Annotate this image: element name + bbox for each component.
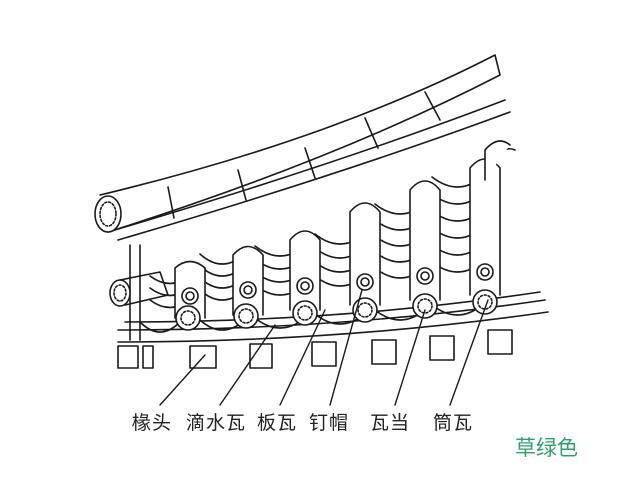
cylinder-tiles [175, 141, 515, 318]
label-nail-cap: 钉帽 [309, 412, 350, 434]
label-rafter-end: 椽头 [132, 412, 173, 434]
tile-ends [176, 290, 497, 330]
label-cylinder-tile: 筒瓦 [433, 412, 474, 434]
roof-board [100, 55, 510, 240]
rafter-blocks [118, 330, 512, 368]
nail-caps [182, 264, 493, 304]
upper-rafter-end [95, 196, 121, 232]
lower-rafter-end [110, 272, 168, 306]
eave-post [130, 245, 140, 340]
leader-lines [160, 290, 488, 405]
watermark: 草绿色 [515, 436, 578, 460]
label-tile-end: 瓦当 [370, 412, 411, 434]
label-flat-tile: 板瓦 [257, 412, 298, 434]
label-drip-tile: 滴水瓦 [186, 412, 247, 434]
